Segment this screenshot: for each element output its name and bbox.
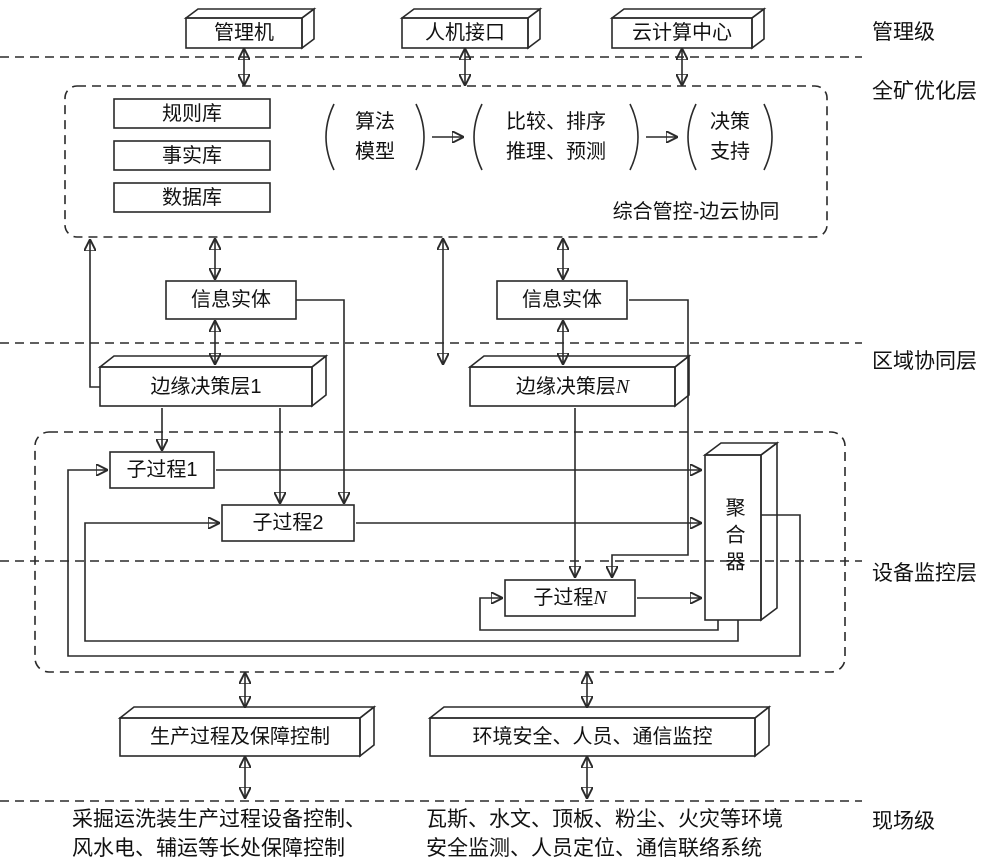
decision-line2: 支持	[710, 141, 750, 163]
production-box3d	[117, 705, 377, 758]
decision-line1: 决策	[710, 111, 750, 133]
info-entity-right-label: 信息实体	[522, 289, 602, 311]
cloud-box3d	[609, 7, 767, 50]
rule-base-label: 规则库	[162, 102, 222, 125]
production-box-label: 生产过程及保障控制	[150, 726, 330, 748]
manager-box3d	[183, 7, 317, 50]
level-label-regional: 区域协同层	[872, 350, 977, 374]
aggregator-label: 聚合器	[705, 455, 761, 620]
algorithm-line2: 模型	[355, 141, 395, 163]
field-note-right: 瓦斯、水文、顶板、粉尘、火灾等环境 安全监测、人员定位、通信联络系统	[426, 805, 783, 863]
field-note-left-line1: 采掘运洗装生产过程设备控制、	[72, 808, 366, 831]
inference-line1: 比较、排序	[506, 111, 606, 133]
subprocess-1-label: 子过程1	[126, 459, 198, 481]
cloud-box-label: 云计算中心	[632, 22, 732, 44]
field-note-right-line1: 瓦斯、水文、顶板、粉尘、火灾等环境	[426, 808, 783, 831]
edge-decision-1-label: 边缘决策层1	[150, 375, 262, 398]
aggregator-box3d	[702, 441, 780, 622]
field-note-left: 采掘运洗装生产过程设备控制、 风水电、辅运等长处保障控制	[72, 805, 366, 863]
hmi-box3d	[399, 7, 543, 50]
connector-arrows	[67, 50, 801, 797]
subprocess-n-prefix: 子过程	[533, 587, 594, 609]
hmi-box-label: 人机接口	[425, 22, 505, 44]
algorithm-line1: 算法	[355, 111, 395, 133]
fact-base-label: 事实库	[162, 144, 222, 167]
level-separator-lines	[0, 56, 862, 802]
algorithm-model-label: 算法 模型	[322, 104, 428, 170]
device-layer-container	[34, 431, 846, 673]
subprocess-2-label: 子过程2	[252, 512, 324, 534]
edge-decision-n-suffix: N	[615, 375, 630, 398]
environment-box-label: 环境安全、人员、通信监控	[472, 726, 713, 748]
environment-box3d	[427, 705, 772, 758]
subprocess-n-suffix: N	[593, 587, 607, 609]
subprocess-boxes	[109, 451, 636, 617]
paren-shapes	[325, 103, 773, 171]
level-label-management: 管理级	[872, 21, 935, 45]
info-entity-left-label: 信息实体	[191, 289, 271, 311]
aggregator-text: 聚合器	[722, 497, 744, 578]
field-note-left-line2: 风水电、辅运等长处保障控制	[72, 837, 345, 860]
level-label-device: 设备监控层	[872, 562, 977, 586]
decision-support-label: 决策 支持	[684, 104, 776, 170]
edge-decision-n-box3d	[467, 354, 692, 408]
container-caption: 综合管控-边云协同	[612, 201, 780, 223]
knowledge-base-boxes	[113, 98, 271, 213]
level-label-optimization: 全矿优化层	[872, 80, 977, 104]
level-label-field: 现场级	[872, 810, 935, 834]
database-label: 数据库	[162, 186, 222, 209]
field-note-right-line2: 安全监测、人员定位、通信联络系统	[426, 837, 762, 860]
manager-box-label: 管理机	[214, 22, 274, 44]
inference-line2: 推理、预测	[506, 141, 606, 163]
edge-decision-n-prefix: 边缘决策层	[515, 375, 616, 398]
inference-label: 比较、排序 推理、预测	[470, 104, 642, 170]
optimization-layer-container	[64, 85, 828, 238]
